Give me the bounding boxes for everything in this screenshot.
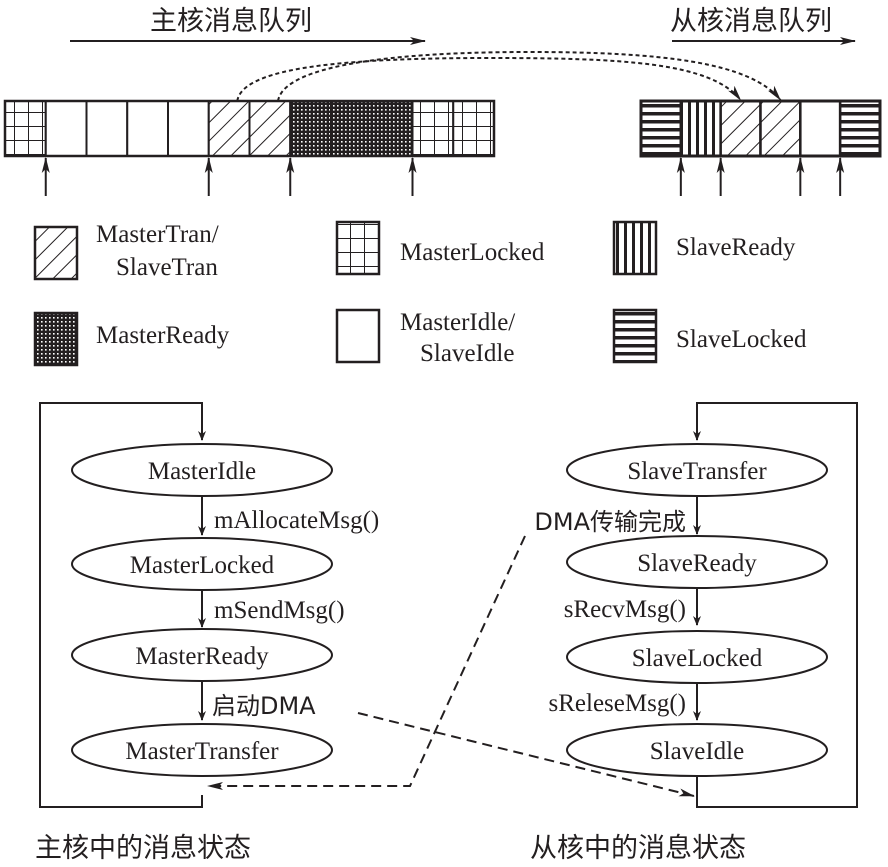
- slave-states-caption: 从核中的消息状态: [530, 833, 746, 864]
- state-label: MasterIdle: [148, 458, 256, 485]
- queue-border: [3, 99, 496, 158]
- queue-cell-slavetran: [719, 99, 762, 158]
- queue-cell-slaveidle: [799, 99, 842, 158]
- transition-label-dma-done: DMA传输完成: [534, 508, 686, 536]
- legend-swatch: [612, 308, 658, 364]
- legend-label: MasterIdle/: [400, 309, 515, 336]
- queue-cell-masterready: [289, 100, 332, 157]
- legend-label: SlaveIdle: [420, 340, 514, 367]
- legend-swatch: [33, 225, 79, 281]
- queue-cell-masteridle: [85, 100, 129, 157]
- legend-item-sready: SlaveReady: [612, 220, 796, 276]
- dma-complete-dashed-line: [207, 535, 526, 790]
- master-queue: [3, 99, 496, 196]
- state-master-idle: MasterIdle: [71, 443, 333, 497]
- master-states-caption: 主核中的消息状态: [35, 833, 251, 864]
- state-slave-idle: SlaveIdle: [566, 723, 828, 777]
- slave-queue: [639, 99, 882, 196]
- state-label: SlaveIdle: [650, 738, 744, 765]
- legend-label: SlaveReady: [676, 234, 796, 261]
- master-fsm: MasterIdle mAllocateMsg() MasterLocked m…: [39, 402, 379, 808]
- legend-label: SlaveTran: [116, 254, 218, 281]
- transition-label-start-dma: 启动DMA: [212, 692, 316, 720]
- legend-item-mlocked: MasterLocked: [335, 220, 545, 276]
- state-master-ready: MasterReady: [71, 628, 333, 682]
- queue-cell-masterlocked: [411, 100, 455, 157]
- queue-cell-masterlocked: [452, 100, 495, 157]
- slave-fsm: SlaveTransfer DMA传输完成 SlaveReady sRecvMs…: [534, 402, 858, 808]
- queue-cell-slaveready: [679, 99, 722, 158]
- state-label: SlaveLocked: [632, 645, 763, 672]
- legend-swatch: [335, 220, 381, 276]
- transfer-link-curve: [277, 50, 782, 102]
- transition-label-s-release: sReleseMsg(): [549, 690, 686, 717]
- legend-item-mready: MasterReady: [33, 311, 230, 367]
- master-loop-line: [39, 402, 206, 808]
- queue-cell-slavelocked: [838, 99, 882, 158]
- transition-label-m-send: mSendMsg(): [214, 597, 345, 624]
- state-slave-ready: SlaveReady: [566, 535, 828, 589]
- master-queue-title: 主核消息队列: [150, 6, 312, 37]
- legend-label: MasterTran/: [96, 221, 219, 248]
- legend-item-slocked: SlaveLocked: [612, 308, 807, 364]
- legend-swatch: [335, 308, 381, 364]
- state-master-transfer: MasterTransfer: [71, 723, 333, 777]
- queue-cell-slavetran: [759, 99, 802, 158]
- transition-label-m-allocate: mAllocateMsg(): [214, 507, 379, 534]
- transition-label-s-recv: sRecvMsg(): [564, 596, 686, 623]
- start-dma-dashed-line: [357, 712, 695, 797]
- legend-swatch: [33, 311, 79, 367]
- queue-cell-masterready: [370, 100, 414, 157]
- slave-loop-line: [693, 402, 858, 808]
- queue-cell-masteridle: [126, 100, 169, 157]
- queue-cell-masteridle: [167, 100, 210, 157]
- transfer-links: [236, 50, 782, 102]
- state-label: MasterReady: [135, 643, 269, 670]
- state-label: SlaveTransfer: [627, 458, 767, 485]
- queue-cell-mastertran: [207, 100, 251, 157]
- queue-cell-masterready: [330, 100, 373, 157]
- legend-label: SlaveLocked: [676, 326, 807, 353]
- transfer-link-curve: [236, 56, 742, 102]
- queue-cell-masterlocked: [4, 100, 47, 157]
- state-master-locked: MasterLocked: [71, 537, 333, 591]
- state-label: MasterLocked: [130, 552, 275, 579]
- state-label: MasterTransfer: [125, 738, 279, 765]
- queue-cell-slavelocked: [639, 99, 683, 158]
- legend: MasterTran/SlaveTran MasterLocked SlaveRea…: [33, 220, 807, 367]
- queue-cell-mastertran: [248, 100, 292, 157]
- legend-item-tran: MasterTran/SlaveTran: [33, 221, 219, 281]
- queue-cell-masteridle: [44, 100, 88, 157]
- state-slave-transfer: SlaveTransfer: [566, 443, 828, 497]
- slave-queue-title: 从核消息队列: [670, 6, 832, 37]
- legend-item-idle: MasterIdle/SlaveIdle: [335, 308, 515, 367]
- legend-label: MasterReady: [96, 322, 230, 349]
- legend-swatch: [612, 220, 658, 276]
- queue-border: [639, 99, 882, 158]
- state-label: SlaveReady: [637, 550, 757, 577]
- legend-label: MasterLocked: [400, 239, 545, 266]
- state-slave-locked: SlaveLocked: [566, 630, 828, 684]
